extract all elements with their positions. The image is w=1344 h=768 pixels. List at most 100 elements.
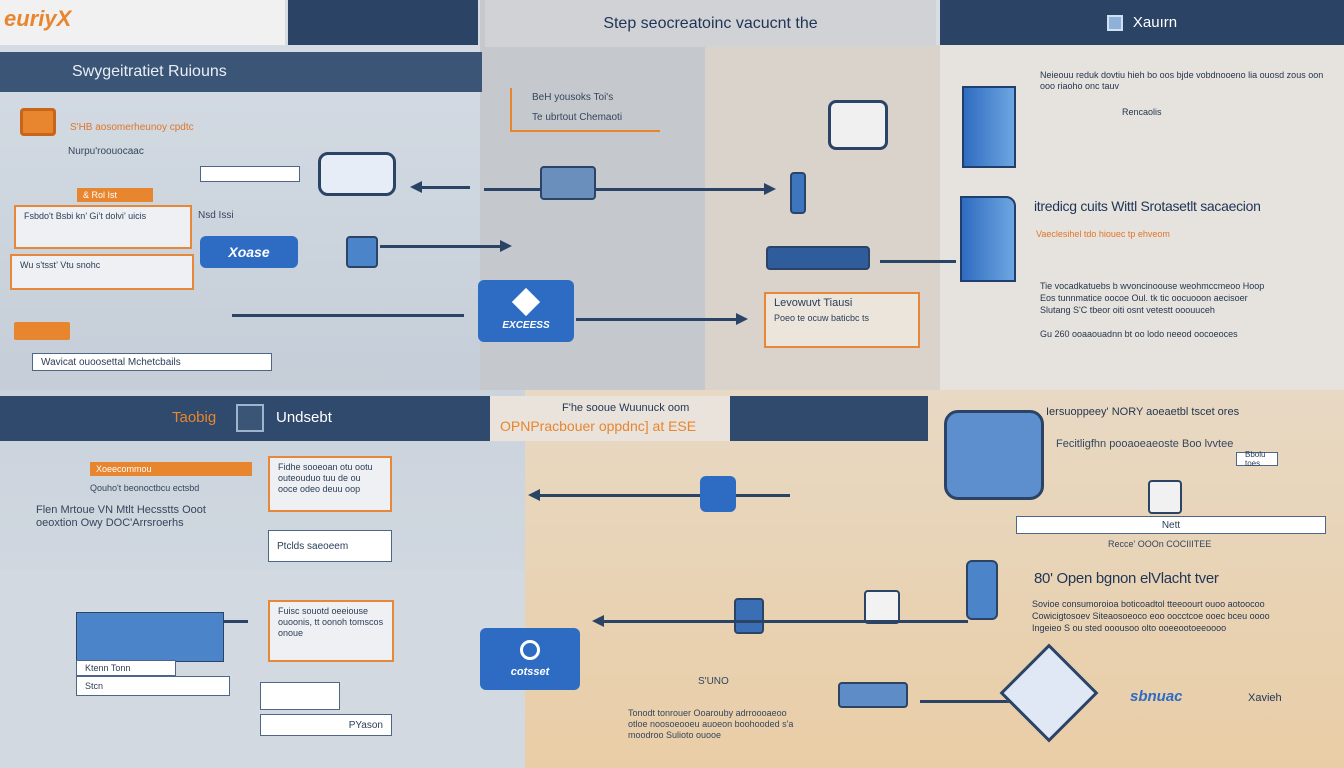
arrow-2-head <box>764 183 776 195</box>
brand-left: sbnuac <box>1130 688 1183 705</box>
arrow-1 <box>420 186 470 189</box>
section1-title: Swygeitratiet Ruiouns <box>72 63 227 80</box>
section2-header: Taobig Undsebt <box>0 396 928 441</box>
bottom-blue-logo[interactable]: cotsset <box>480 628 580 690</box>
phone-icon-2 <box>966 560 998 620</box>
center-callout: BeH yousoks Toi's Te ubrtout Chemaoti <box>510 88 660 132</box>
section2-icon <box>236 404 264 432</box>
photo-icon <box>1148 480 1182 514</box>
orange-pill <box>14 322 70 340</box>
section1-side-label: Nsd Issi <box>198 210 234 221</box>
bottom-field3[interactable]: PYason <box>260 714 392 736</box>
step-para3: Ingeieo S ou sted ooousoo olto ooeeootoe… <box>1032 623 1227 633</box>
section2-field[interactable]: Ptclds saeoeem <box>268 530 392 562</box>
right-top-para3c: Slutang S'C tbeor oiti osnt vetestt ooou… <box>1040 305 1215 315</box>
section1-blue-button[interactable]: Xoase <box>200 236 298 268</box>
center-logo-box[interactable]: EXCEESS <box>478 280 574 342</box>
right-top-box-sub: Poeo te ocuw baticbc ts <box>774 313 870 323</box>
stacked-form <box>76 612 224 662</box>
right-top-box: Levowuvt Tiausi Poeo te ocuw baticbc ts <box>764 292 920 348</box>
section2-center-top: F'he sooue Wuunuck oom <box>562 402 690 414</box>
right-top-para1-tail: Rencaolis <box>1122 107 1162 117</box>
section1-bottom-field[interactable]: Wavicat ouoosettal Mchetcbails <box>32 353 272 371</box>
header-bar-left <box>288 0 478 45</box>
bottom-box: Fuisc souotd oeeiouse ouoonis, tt oonoh … <box>268 600 394 662</box>
callout-line2: Te ubrtout Chemaoti <box>532 112 623 123</box>
document-icon-2 <box>960 196 1016 282</box>
arrow-6 <box>880 260 956 263</box>
section1-header: Swygeitratiet Ruiouns <box>0 52 482 92</box>
header-center-title: Step seocreatoinc vacucnt the <box>603 14 818 32</box>
arrow-3-head <box>500 240 512 252</box>
arrow-9-head <box>592 615 604 627</box>
bottom-field1[interactable]: Ktenn Tonn <box>76 660 176 676</box>
logo-area: euriyX <box>0 0 285 45</box>
arrow-7-head <box>528 489 540 501</box>
section2-right-title: Undsebt <box>276 409 332 426</box>
arrow-10 <box>920 700 1010 703</box>
app-icon <box>1106 14 1123 31</box>
clipboard-icon <box>864 590 900 624</box>
right-top-para1: Neieouu reduk dovtiu hieh bo oos bjde vo… <box>1040 70 1324 91</box>
bottom-logo-icon <box>520 640 540 660</box>
document-icon-1 <box>962 86 1016 168</box>
phone-icon-1 <box>790 172 806 214</box>
drone-icon <box>828 100 888 150</box>
printer-icon <box>540 166 596 200</box>
right-mid-sub: Fecitligfhn pooaoeaeoste Boo lvvtee <box>1056 438 1234 450</box>
section1-input[interactable] <box>200 166 300 182</box>
header-bar-center: Step seocreatoinc vacucnt the <box>485 0 936 47</box>
arrow-3 <box>380 245 500 248</box>
right-mid-tag: Bbolu toes <box>1236 450 1278 468</box>
right-top-para3b: Eos tunnmatice oocoe Oul. tk tic oocuooo… <box>1040 293 1248 303</box>
section2-left-title: Taobig <box>172 409 217 426</box>
section2-tag: Xoeecommou <box>90 462 252 476</box>
center-logo-text: EXCEESS <box>502 319 550 331</box>
arrow-1-head <box>410 181 422 193</box>
arrow-9 <box>604 620 968 623</box>
section1-intro: S'HB aosomerheunoy cpdtc <box>70 122 194 133</box>
brand-area: sbnuac Xavieh <box>1112 684 1312 714</box>
right-mid-heading: Iersuoppeey' NORY aoeaetbl tscet ores <box>1046 406 1240 418</box>
step-label: 80' Open bgnon elVlacht tver <box>1034 570 1219 587</box>
scanner-icon <box>766 246 870 270</box>
router-icon <box>838 682 908 708</box>
arrow-8 <box>224 620 248 623</box>
step-para: Sovioe consumoroioa boticoadtol tteeoour… <box>1032 599 1265 609</box>
section2-center-banner: F'he sooue Wuunuck oom OPNPracbouer oppd… <box>490 396 730 441</box>
section1-intro2: Nurpu'roouocaac <box>68 146 144 157</box>
bottom-logo-text: cotsset <box>510 666 550 678</box>
arrow-4 <box>232 314 464 317</box>
section1-box2: Wu s'tsst’ Vtu snohc <box>10 254 194 290</box>
bottom-para: Tonodt tonrouer Ooarouby adrroooaeoo otl… <box>628 708 794 740</box>
package-icon <box>20 108 56 136</box>
bottom-field-a[interactable] <box>260 682 340 710</box>
right-top-box-title: Levowuvt Tiausi <box>774 297 853 309</box>
right-top-sub2: Vaeclesihel tdo hiouec tp ehveom <box>1036 229 1170 239</box>
logo[interactable]: euriyX <box>4 6 72 31</box>
bottom-mid-label: S'UNO <box>698 676 729 687</box>
right-mid-caption: Recce' OOOn COCIIITEE <box>1108 539 1212 549</box>
bottom-field2[interactable]: Stcn <box>76 676 230 696</box>
section2-tag-sub: Qouho't beonoctbcu ectsbd <box>90 483 200 493</box>
arrow-2 <box>484 188 764 191</box>
right-top-heading2: itredicg cuits Wittl Srotasetlt sacaecio… <box>1034 198 1261 214</box>
callout-line1: BeH yousoks Toi's <box>532 92 614 103</box>
right-top-para3d: Gu 260 ooaaouadnn bt oo lodo neeod oocoe… <box>1040 329 1238 339</box>
tablet-icon-1 <box>346 236 378 268</box>
header-bar-right: Xauırn <box>940 0 1344 45</box>
diamond-logo-icon <box>511 287 541 316</box>
arrow-5 <box>576 318 736 321</box>
section2-box1: Fidhe sooeoan otu ootu outeouduo tuu de … <box>268 456 392 512</box>
camera-icon <box>318 152 396 196</box>
step-para2: Cowicigtosoev Siteaosoeoco eoo oocctcoe … <box>1032 611 1270 621</box>
right-mid-field[interactable]: Nett <box>1016 516 1326 534</box>
section2-small-blue[interactable] <box>700 476 736 512</box>
right-top-para3: Tie vocadkatuebs b wvoncinoouse weohmccm… <box>1040 281 1265 291</box>
server-icon <box>734 598 764 634</box>
section1-tag: & Rol Ist <box>77 188 153 202</box>
robot-icon <box>944 410 1044 500</box>
header-right-title: Xauırn <box>1132 14 1178 31</box>
arrow-7 <box>540 494 790 497</box>
section1-box1: Fsbdo't Bsbi kn’ Gi’t dolvi’ uicis <box>14 205 192 249</box>
